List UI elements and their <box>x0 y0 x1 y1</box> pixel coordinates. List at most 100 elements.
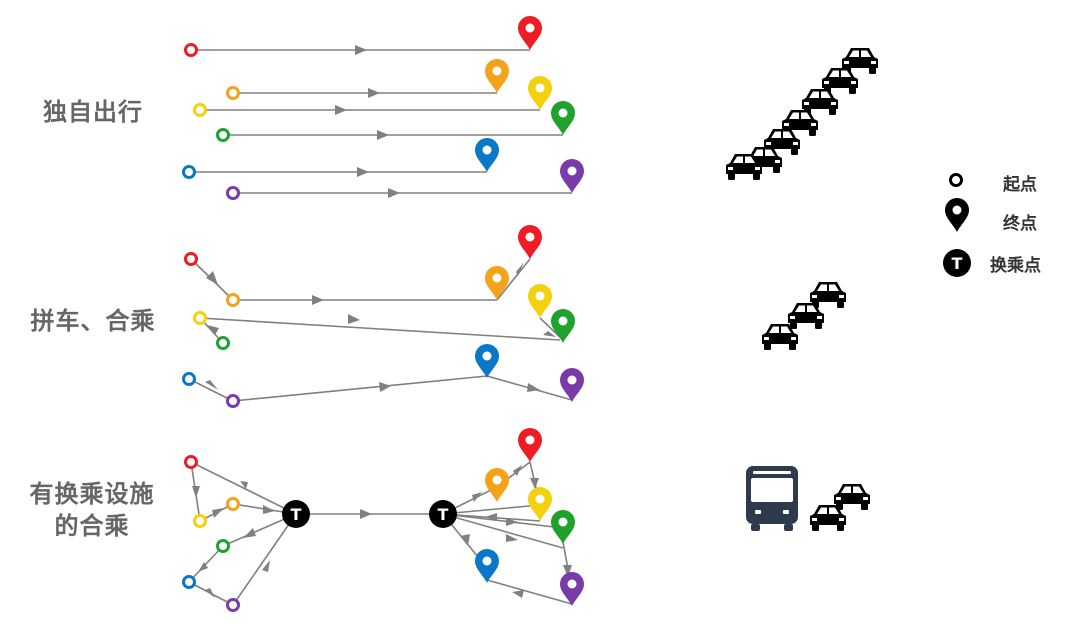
arrow-icon <box>516 262 524 276</box>
carpool-destinations <box>475 225 584 402</box>
row-label-transfer-line2: 的合乘 <box>54 512 130 540</box>
arrow-icon <box>472 492 482 502</box>
destination-green-pin-icon <box>551 510 575 544</box>
arrow-icon <box>506 518 518 526</box>
arrow-icon <box>212 508 224 518</box>
origin-orange-ring-icon <box>226 293 240 307</box>
transfer-origins <box>182 455 240 612</box>
legend-start-label: 起点 <box>1003 175 1037 195</box>
arrow-icon <box>506 534 518 542</box>
carpool-arrows <box>205 262 556 392</box>
transfer-hub-left: T <box>282 500 310 528</box>
origin-blue-ring-icon <box>182 372 196 386</box>
transfer-hub-glyph: T <box>438 505 449 524</box>
blue-to-purple-dest <box>486 579 573 605</box>
destination-red-pin-icon <box>518 428 542 462</box>
origin-green-ring-icon <box>216 539 230 553</box>
arrow-icon <box>263 505 275 514</box>
carpool-traffic-cars <box>762 282 846 350</box>
bus-icon <box>746 466 798 531</box>
hub-to-purple-dest <box>442 513 564 549</box>
arrow-icon <box>198 562 208 572</box>
origin-orange-ring-icon <box>226 497 240 511</box>
origin-red-ring-icon <box>184 43 198 57</box>
hub-to-red <box>190 461 297 515</box>
carpool-origins <box>182 252 240 408</box>
legend-transfer-label: 换乘点 <box>990 256 1041 276</box>
arrow-icon <box>530 478 539 489</box>
arrow-icon <box>460 534 470 546</box>
row-label-solo: 独自出行 <box>18 96 168 128</box>
arrow-icon <box>563 565 572 577</box>
legend-transfer-hub-icon: T <box>943 249 971 277</box>
arrow-icon <box>357 167 369 177</box>
legend-end-pin-icon <box>945 198 969 232</box>
row-label-transfer-line1: 有换乘设施 <box>29 480 155 508</box>
route-purple <box>232 375 488 402</box>
destination-green-pin-icon <box>551 101 575 135</box>
legend-start-ring-icon <box>949 173 963 187</box>
arrow-icon <box>485 513 497 521</box>
row-label-carpool: 拼车、合乘 <box>18 305 168 337</box>
origin-red-ring-icon <box>184 455 198 469</box>
transfer-hub-glyph: T <box>291 505 302 524</box>
origin-yellow-ring-icon <box>193 103 207 117</box>
carpool-diagram <box>188 258 573 402</box>
origin-purple-ring-icon <box>226 598 240 612</box>
feeder-green-to-blue <box>188 545 224 583</box>
origin-green-ring-icon <box>216 336 230 350</box>
origin-blue-ring-icon <box>182 165 196 179</box>
hub-to-yellow-dest <box>442 504 541 515</box>
arrow-icon <box>527 383 540 392</box>
hub-to-green-dest <box>442 513 564 529</box>
arrow-icon <box>348 314 360 324</box>
solo-destinations <box>475 16 584 193</box>
origin-blue-ring-icon <box>182 575 196 589</box>
arrow-icon <box>240 481 248 489</box>
solo-traffic-cars <box>726 48 878 180</box>
transfer-traffic-cars <box>810 484 870 531</box>
pickup-blue-to-purple <box>188 378 234 402</box>
transfer-destinations <box>475 428 584 606</box>
origin-green-ring-icon <box>216 128 230 142</box>
solo-origins <box>182 43 240 200</box>
purple-to-hub <box>232 513 297 606</box>
arrow-icon <box>513 465 522 476</box>
arrow-icon <box>543 331 556 337</box>
arrow-icon <box>512 590 524 598</box>
arrow-icon <box>379 382 391 392</box>
arrow-icon <box>368 88 380 98</box>
destination-red-pin-icon <box>518 225 542 259</box>
origin-orange-ring-icon <box>226 86 240 100</box>
route-yellow <box>199 317 561 341</box>
dropoff-orange-to-red <box>496 258 531 301</box>
arrow-icon <box>262 560 270 572</box>
car-icon <box>834 484 870 510</box>
legend: T <box>943 173 971 277</box>
destination-yellow-pin-icon <box>528 76 552 110</box>
row-label-carpool-text: 拼车、合乘 <box>30 307 156 335</box>
arrow-icon <box>360 509 372 519</box>
arrow-icon <box>205 588 215 598</box>
origin-purple-ring-icon <box>226 394 240 408</box>
origin-red-ring-icon <box>184 252 198 266</box>
destination-red-pin-icon <box>518 16 542 50</box>
destination-green-pin-icon <box>551 309 575 343</box>
destination-purple-pin-icon <box>560 159 584 193</box>
destination-purple-pin-icon <box>560 572 584 606</box>
row-label-solo-text: 独自出行 <box>43 98 143 126</box>
row-label-transfer: 有换乘设施 的合乘 <box>12 478 172 542</box>
origin-yellow-ring-icon <box>193 311 207 325</box>
legend-end-label: 终点 <box>1003 214 1037 234</box>
arrow-icon <box>207 325 219 335</box>
destination-purple-pin-icon <box>560 368 584 402</box>
destination-yellow-pin-icon <box>528 284 552 318</box>
origin-yellow-ring-icon <box>193 514 207 528</box>
destination-blue-pin-icon <box>475 138 499 172</box>
transfer-hub-right: T <box>429 500 457 528</box>
arrow-icon <box>206 271 218 285</box>
destination-blue-pin-icon <box>475 549 499 583</box>
transfer-arrows <box>192 465 572 598</box>
destination-blue-pin-icon <box>475 344 499 378</box>
arrow-icon <box>205 380 218 390</box>
